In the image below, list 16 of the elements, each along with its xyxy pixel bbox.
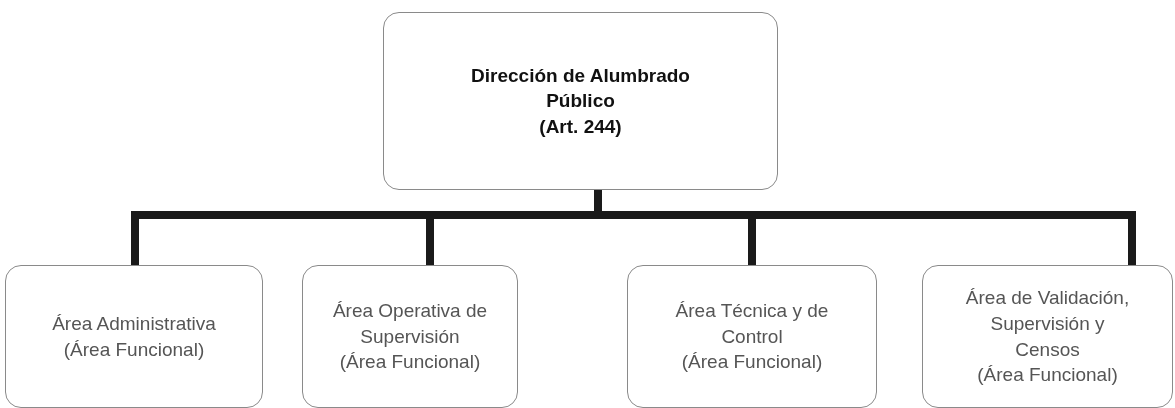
- box-subtitle: (Área Funcional): [63, 337, 205, 362]
- box-title: Área de Validación, Supervisión y Censos: [964, 286, 1131, 362]
- area-box: [922, 265, 1173, 408]
- connector-line: [594, 190, 1136, 265]
- director-box: [383, 12, 778, 190]
- box-subtitle: (Área Funcional): [339, 350, 481, 375]
- area-box: [5, 265, 263, 408]
- box-title: Área Técnica y de Control: [674, 299, 830, 349]
- area-box: [627, 265, 877, 408]
- box-title: Área Operativa de Supervisión: [331, 299, 489, 349]
- box-title: Dirección de Alumbrado Público: [470, 63, 691, 114]
- box-title: Área Administrativa: [52, 311, 216, 336]
- box-subtitle: (Área Funcional): [977, 363, 1118, 388]
- box-subtitle: (Área Funcional): [681, 350, 823, 375]
- area-box: [302, 265, 518, 408]
- box-subtitle: (Art. 244): [539, 114, 622, 139]
